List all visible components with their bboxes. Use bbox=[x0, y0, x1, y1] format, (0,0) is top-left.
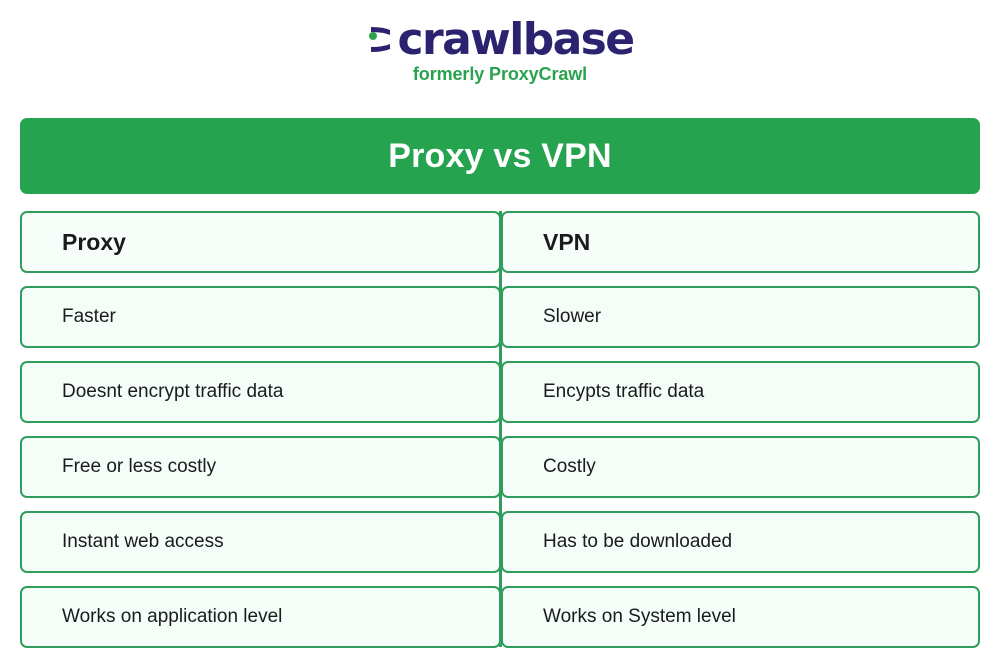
table-row: Doesnt encrypt traffic data Encypts traf… bbox=[20, 361, 980, 423]
cell-vpn: Encypts traffic data bbox=[501, 361, 980, 423]
cell-vpn: Works on System level bbox=[501, 586, 980, 648]
cell-proxy: Free or less costly bbox=[20, 436, 501, 498]
cell-proxy: Instant web access bbox=[20, 511, 501, 573]
cell-proxy: Doesnt encrypt traffic data bbox=[20, 361, 501, 423]
table-row: Instant web access Has to be downloaded bbox=[20, 511, 980, 573]
crawlbase-c-mark-icon bbox=[366, 24, 396, 58]
cell-vpn: Costly bbox=[501, 436, 980, 498]
table-row: Works on application level Works on Syst… bbox=[20, 586, 980, 648]
cell-proxy: Works on application level bbox=[20, 586, 501, 648]
logo-wordmark-group: crawlbase bbox=[366, 14, 635, 65]
logo-text: crawlbase bbox=[397, 14, 635, 65]
table-row: Free or less costly Costly bbox=[20, 436, 980, 498]
cell-proxy: Faster bbox=[20, 286, 501, 348]
logo-tagline: formerly ProxyCrawl bbox=[412, 64, 588, 84]
header-cell-vpn: VPN bbox=[501, 211, 980, 273]
table-row: Faster Slower bbox=[20, 286, 980, 348]
cell-vpn: Has to be downloaded bbox=[501, 511, 980, 573]
cell-vpn: Slower bbox=[501, 286, 980, 348]
brand-logo: crawlbase formerly ProxyCrawl bbox=[0, 18, 1000, 85]
column-divider bbox=[499, 211, 502, 647]
table-header-row: Proxy VPN bbox=[20, 211, 980, 273]
title-banner: Proxy vs VPN bbox=[20, 118, 980, 194]
header-cell-proxy: Proxy bbox=[20, 211, 501, 273]
comparison-table: Proxy VPN Faster Slower Doesnt encrypt t… bbox=[20, 211, 980, 648]
page-title: Proxy vs VPN bbox=[388, 136, 612, 175]
